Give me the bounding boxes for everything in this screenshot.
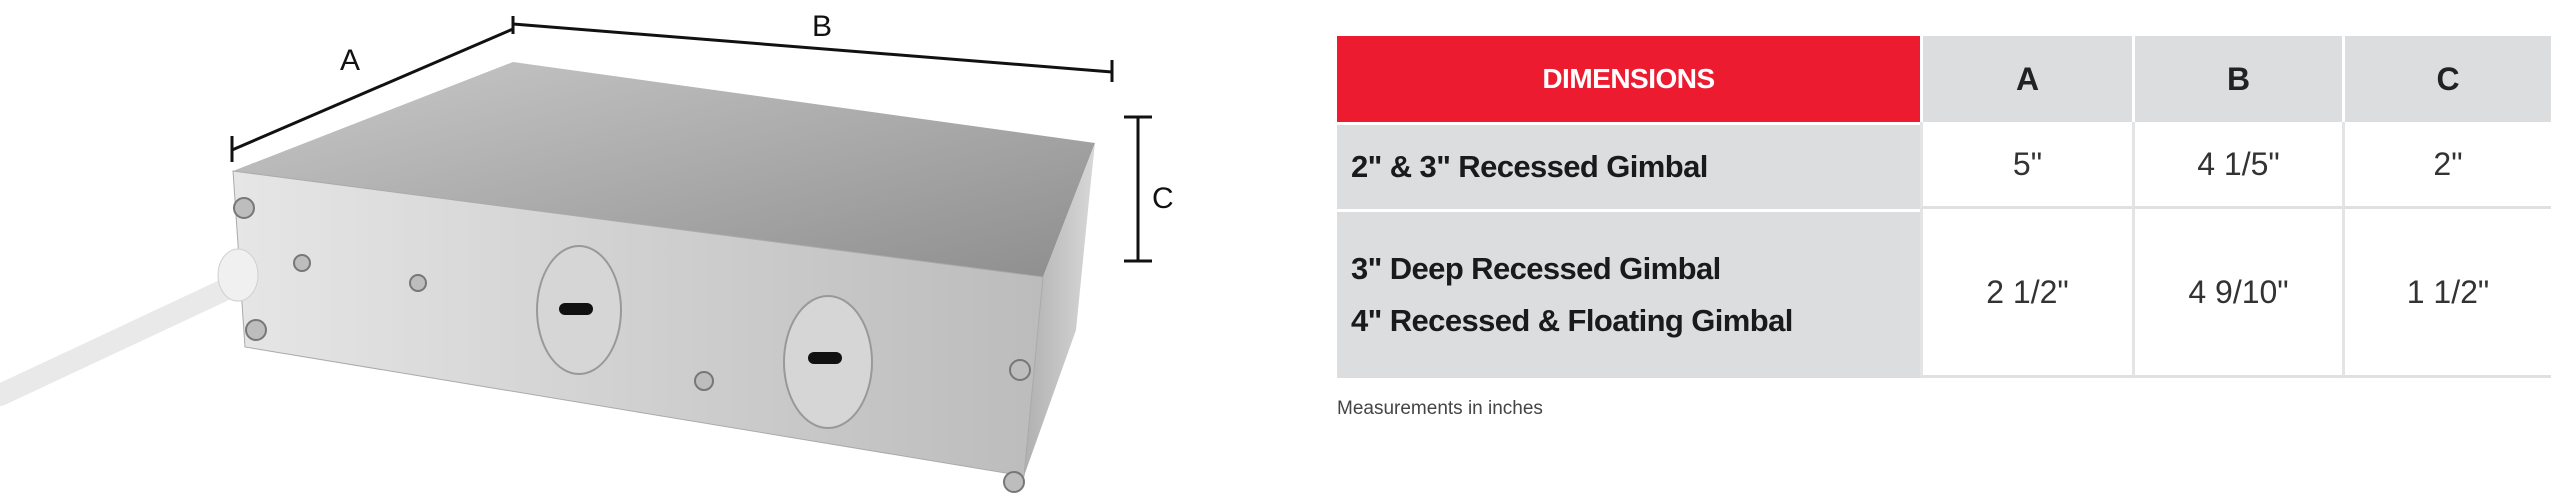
header-col-b: B [2132,36,2342,122]
junction-box-illustration: A B C [0,10,1174,493]
box-right-face [1024,143,1095,476]
dimension-label-c: C [1152,182,1174,215]
value-cell: 1 1/2" [2342,209,2551,378]
row-label-line: 4" Recessed & Floating Gimbal [1351,303,1793,338]
row-label-line: 2" & 3" Recessed Gimbal [1351,149,1708,184]
dimension-label-a: A [340,44,360,77]
header-col-a: A [1920,36,2132,122]
box-top-face [233,62,1095,277]
dimension-label-b: B [812,10,832,43]
value-cell: 5" [1920,122,2132,209]
row-label: 3" Deep Recessed Gimbal 4" Recessed & Fl… [1337,209,1920,378]
cable-gland [217,248,259,302]
row-label: 2" & 3" Recessed Gimbal [1337,122,1920,209]
value-cell: 2" [2342,122,2551,209]
knockout-right [783,295,873,429]
header-col-c: C [2342,36,2551,122]
dimension-lines [230,16,1152,263]
header-dimensions: DIMENSIONS [1337,36,1920,122]
row-label-line: 3" Deep Recessed Gimbal [1351,251,1721,286]
dimensions-table: DIMENSIONS A B C 2" & 3" Recessed Gimbal… [1337,36,2551,378]
power-cable [0,274,246,406]
screws [233,197,1031,493]
value-cell: 4 1/5" [2132,122,2342,209]
knockout-left [536,245,622,375]
value-cell: 2 1/2" [1920,209,2132,378]
footnote: Measurements in inches [1337,398,1543,419]
value-cell: 4 9/10" [2132,209,2342,378]
